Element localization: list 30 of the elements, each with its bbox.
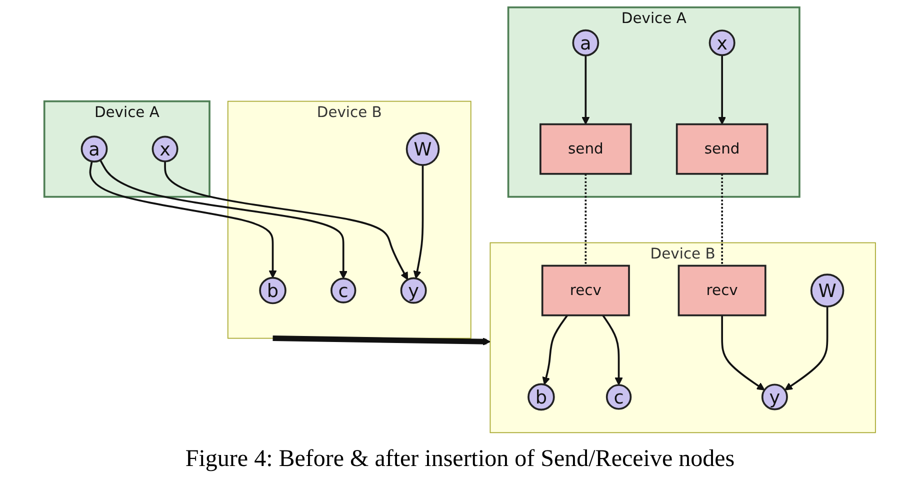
arrow xyxy=(721,315,765,390)
connector xyxy=(584,174,587,266)
figure-caption: Figure 4: Before & after insertion of Send/Receive nodes xyxy=(185,446,735,473)
node-circle: W xyxy=(810,274,844,308)
node-circle: b xyxy=(528,383,555,411)
node-circle: y xyxy=(400,277,427,304)
node-circle: c xyxy=(606,384,632,410)
arrow xyxy=(582,55,590,125)
node-circle: x xyxy=(152,136,178,162)
node-box: recv xyxy=(542,264,630,316)
node-box: recv xyxy=(678,264,766,316)
node-box: send xyxy=(540,123,632,175)
node-circle: x xyxy=(708,30,736,56)
node-box: send xyxy=(676,123,768,175)
node-circle: W xyxy=(406,132,440,166)
arrow xyxy=(100,160,348,279)
node-circle: c xyxy=(330,278,356,304)
arrow xyxy=(542,314,568,385)
arrow xyxy=(784,306,828,390)
arrow xyxy=(164,161,408,280)
node-circle: y xyxy=(762,384,788,410)
node-circle: a xyxy=(80,136,108,162)
arrow xyxy=(272,336,491,346)
arrow xyxy=(718,55,726,125)
node-circle: a xyxy=(572,29,600,56)
node-circle: b xyxy=(259,276,286,304)
connector xyxy=(721,174,724,266)
arrow xyxy=(413,165,424,279)
arrow xyxy=(89,161,277,278)
arrow xyxy=(602,314,623,386)
